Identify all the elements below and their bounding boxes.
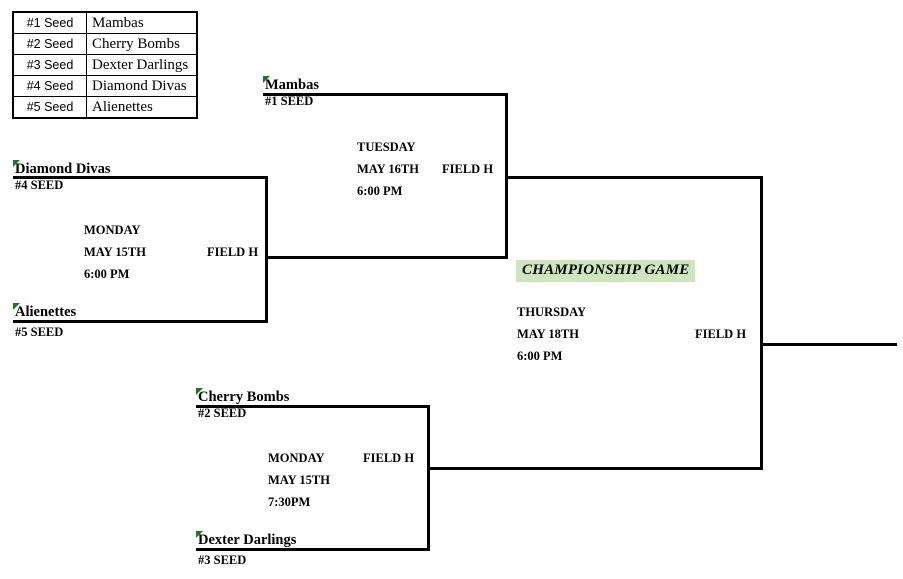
- semifinal-bottom-top-line: [196, 405, 430, 408]
- semifinal-bottom-right-edge: [427, 405, 430, 551]
- game-date: MAY 16TH: [357, 162, 419, 176]
- seed-team-cell: Mambas: [86, 11, 198, 34]
- comment-flag-icon: [13, 160, 20, 167]
- quarterfinal-top-line: [13, 176, 268, 179]
- game-time-line: 7:30PM: [268, 491, 330, 513]
- team-seed-mambas: #1 SEED: [265, 94, 314, 108]
- game-field: FIELD H: [363, 451, 415, 465]
- game-field: FIELD H: [442, 162, 494, 176]
- game-field: FIELD H: [207, 245, 259, 259]
- game-day: TUESDAY: [357, 140, 416, 154]
- game-date-line: MAY 16TH FIELD H: [357, 158, 493, 180]
- team-seed-diamond-divas: #4 SEED: [15, 178, 64, 192]
- game-time-line: 6:00 PM: [357, 180, 419, 202]
- game-info-championship: THURSDAY MAY 18TH FIELD H 6:00 PM: [517, 301, 746, 367]
- team-name-text: Dexter Darlings: [198, 532, 297, 548]
- team-name-mambas: Mambas: [263, 76, 319, 93]
- comment-flag-icon: [196, 388, 203, 395]
- team-block-cherry-bombs: Cherry Bombs #2 SEED: [196, 388, 289, 421]
- seed-team-cell: Diamond Divas: [86, 75, 198, 97]
- game-day-line: MONDAY: [84, 219, 146, 241]
- game-date: MAY 15TH: [268, 473, 330, 487]
- seed-legend-table: #1 Seed Mambas #2 Seed Cherry Bombs #3 S…: [12, 11, 198, 119]
- seed-label-cell: #4 Seed: [12, 75, 87, 97]
- game-field: FIELD H: [695, 327, 747, 341]
- game-date-line: MAY 15TH: [268, 469, 330, 491]
- team-seed-alienettes: #5 SEED: [15, 325, 64, 339]
- game-time: 6:00 PM: [517, 349, 563, 363]
- championship-bottom-line: [427, 467, 763, 470]
- game-date: MAY 15TH: [84, 245, 146, 259]
- comment-flag-icon: [196, 531, 203, 538]
- seed-team-cell: Alienettes: [86, 96, 198, 119]
- quarterfinal-bottom-line: [13, 320, 268, 323]
- team-block-mambas: Mambas #1 SEED: [263, 76, 319, 109]
- team-block-diamond-divas: Diamond Divas #4 SEED: [13, 160, 110, 193]
- game-day-line: THURSDAY: [517, 301, 586, 323]
- team-name-text: Alienettes: [15, 304, 77, 320]
- seed-label-cell: #3 Seed: [12, 54, 87, 76]
- team-name-text: Diamond Divas: [15, 161, 111, 177]
- team-name-alienettes: Alienettes: [13, 303, 77, 320]
- seed-team-cell: Dexter Darlings: [86, 54, 198, 76]
- game-day: MONDAY: [84, 223, 141, 237]
- team-name-cherry-bombs: Cherry Bombs: [196, 388, 290, 405]
- game-day: THURSDAY: [517, 305, 587, 319]
- seed-label-cell: #2 Seed: [12, 33, 87, 55]
- seed-team-cell: Cherry Bombs: [86, 33, 198, 55]
- team-block-alienettes: Alienettes #5 SEED: [13, 303, 76, 340]
- game-time-line: 6:00 PM: [517, 345, 586, 367]
- table-row: #3 Seed Dexter Darlings: [12, 54, 198, 76]
- team-seed-cherry-bombs: #2 SEED: [198, 406, 247, 420]
- team-name-diamond-divas: Diamond Divas: [13, 160, 111, 177]
- game-info-quarterfinal: MONDAY MAY 15TH FIELD H 6:00 PM: [84, 219, 258, 285]
- team-block-dexter-darlings: Dexter Darlings #3 SEED: [196, 531, 296, 568]
- game-day: MONDAY: [268, 451, 325, 465]
- championship-top-line: [505, 176, 763, 179]
- game-day-line: MONDAY FIELD H: [268, 447, 414, 469]
- quarterfinal-right-edge: [265, 176, 268, 323]
- table-row: #4 Seed Diamond Divas: [12, 75, 198, 97]
- comment-flag-icon: [263, 76, 270, 83]
- champion-winner-stub: [760, 343, 897, 346]
- semifinal-bottom-bottom-line: [196, 548, 430, 551]
- team-name-dexter-darlings: Dexter Darlings: [196, 531, 297, 548]
- table-row: #2 Seed Cherry Bombs: [12, 33, 198, 55]
- game-date-line: MAY 15TH FIELD H: [84, 241, 258, 263]
- team-name-text: Mambas: [265, 77, 319, 93]
- semifinal-top-line: [263, 93, 508, 96]
- team-name-text: Cherry Bombs: [198, 389, 290, 405]
- game-info-semifinal-bottom: MONDAY FIELD H MAY 15TH 7:30PM: [268, 447, 414, 513]
- game-info-semifinal-top: TUESDAY MAY 16TH FIELD H 6:00 PM: [357, 136, 493, 202]
- comment-flag-icon: [13, 303, 20, 310]
- game-date-line: MAY 18TH FIELD H: [517, 323, 746, 345]
- seed-label-cell: #5 Seed: [12, 96, 87, 119]
- quarterfinal-to-semifinal-connector: [265, 256, 508, 259]
- table-row: #1 Seed Mambas: [12, 11, 198, 34]
- championship-game-banner: CHAMPIONSHIP GAME: [516, 260, 696, 282]
- team-seed-dexter-darlings: #3 SEED: [198, 553, 247, 567]
- game-time: 7:30PM: [268, 495, 311, 509]
- game-time: 6:00 PM: [84, 267, 130, 281]
- seed-label-cell: #1 Seed: [12, 11, 87, 34]
- game-date: MAY 18TH: [517, 327, 579, 341]
- game-day-line: TUESDAY: [357, 136, 419, 158]
- table-row: #5 Seed Alienettes: [12, 96, 198, 119]
- game-time: 6:00 PM: [357, 184, 403, 198]
- championship-right-edge: [760, 176, 763, 470]
- game-time-line: 6:00 PM: [84, 263, 146, 285]
